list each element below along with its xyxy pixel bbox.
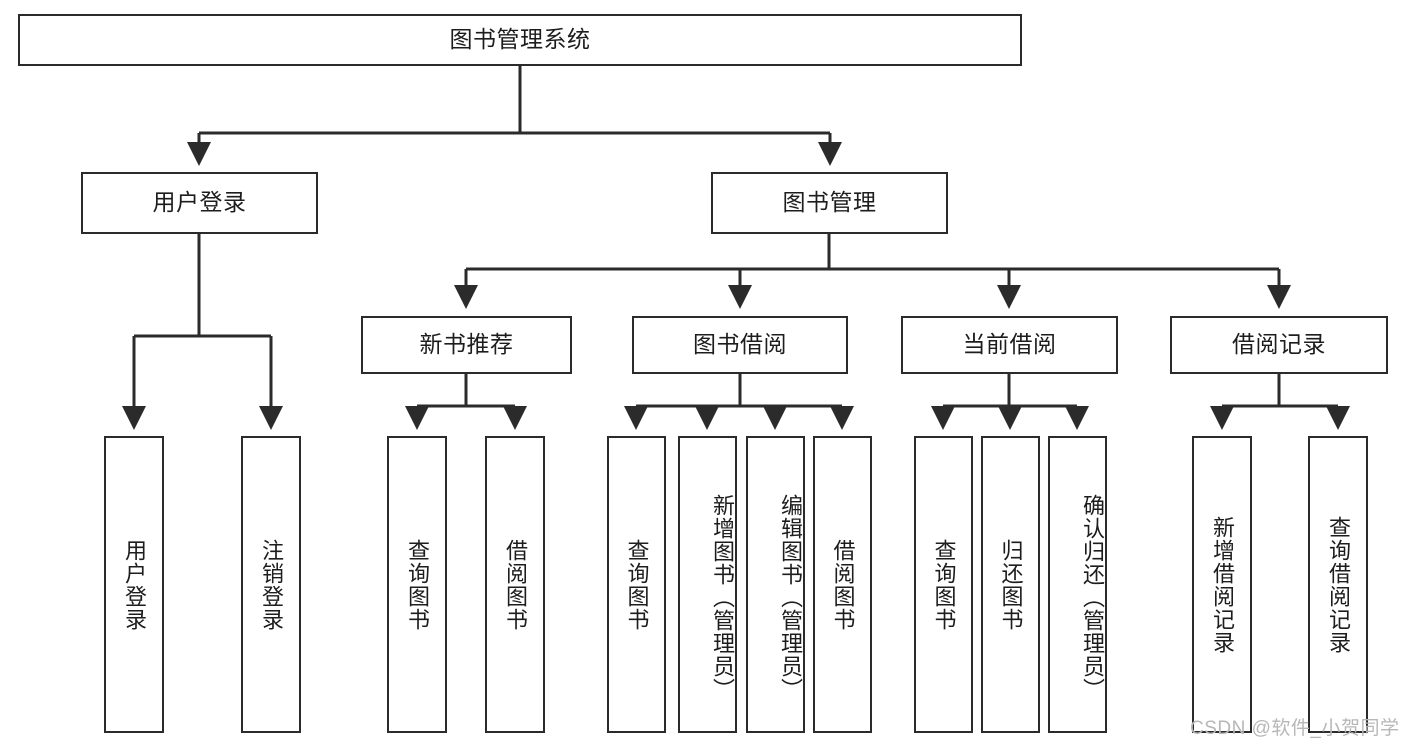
leaf-current-borrow-confirm-return-admin[interactable]: 确认归还（管理员） (1048, 436, 1107, 733)
node-label: 查询图书 (931, 538, 957, 631)
node-label: 新书推荐 (419, 331, 514, 358)
leaf-new-book-query-book[interactable]: 查询图书 (387, 436, 447, 733)
csdn-watermark: CSDN @软件_小贺同学 (1190, 713, 1399, 740)
node-book-borrow[interactable]: 图书借阅 (632, 316, 848, 374)
node-label: 新增借阅记录 (1209, 515, 1235, 654)
node-root-book-management-system[interactable]: 图书管理系统 (18, 14, 1022, 66)
leaf-book-borrow-query-book[interactable]: 查询图书 (607, 436, 666, 733)
node-label: 图书借阅 (693, 331, 787, 358)
node-label: 归还图书 (998, 538, 1024, 631)
node-label: 借阅图书 (502, 538, 528, 631)
node-label: 图书管理 (782, 189, 877, 216)
leaf-new-book-borrow-book[interactable]: 借阅图书 (485, 436, 545, 733)
leaf-user-login-logout[interactable]: 注销登录 (241, 436, 301, 733)
leaf-book-borrow-borrow-book[interactable]: 借阅图书 (813, 436, 872, 733)
leaf-book-borrow-add-book-admin[interactable]: 新增图书（管理员） (678, 436, 737, 733)
leaf-user-login-login[interactable]: 用户登录 (104, 436, 164, 733)
watermark-text: CSDN @软件_小贺同学 (1190, 718, 1400, 739)
node-label: 图书管理系统 (449, 26, 591, 53)
node-label: 查询图书 (624, 538, 650, 631)
node-borrow-record[interactable]: 借阅记录 (1170, 316, 1388, 374)
node-user-login[interactable]: 用户登录 (81, 172, 318, 234)
node-new-book-recommend[interactable]: 新书推荐 (361, 316, 572, 374)
node-label: 用户登录 (152, 189, 247, 216)
leaf-borrow-record-query-record[interactable]: 查询借阅记录 (1308, 436, 1368, 733)
node-label: 确认归还（管理员） (1080, 494, 1105, 701)
leaf-current-borrow-return-book[interactable]: 归还图书 (981, 436, 1040, 733)
leaf-borrow-record-add-record[interactable]: 新增借阅记录 (1192, 436, 1252, 733)
leaf-current-borrow-query-book[interactable]: 查询图书 (914, 436, 973, 733)
node-label: 新增图书（管理员） (710, 494, 735, 701)
node-label: 借阅记录 (1232, 331, 1326, 358)
node-label: 当前借阅 (962, 331, 1057, 358)
node-label: 注销登录 (258, 538, 284, 631)
node-label: 查询图书 (404, 538, 430, 631)
node-label: 查询借阅记录 (1325, 515, 1351, 654)
node-label: 用户登录 (121, 538, 147, 631)
node-label: 编辑图书（管理员） (778, 494, 803, 701)
leaf-book-borrow-edit-book-admin[interactable]: 编辑图书（管理员） (746, 436, 805, 733)
node-label: 借阅图书 (830, 538, 856, 631)
node-book-management[interactable]: 图书管理 (711, 172, 948, 234)
node-current-borrow[interactable]: 当前借阅 (901, 316, 1118, 374)
